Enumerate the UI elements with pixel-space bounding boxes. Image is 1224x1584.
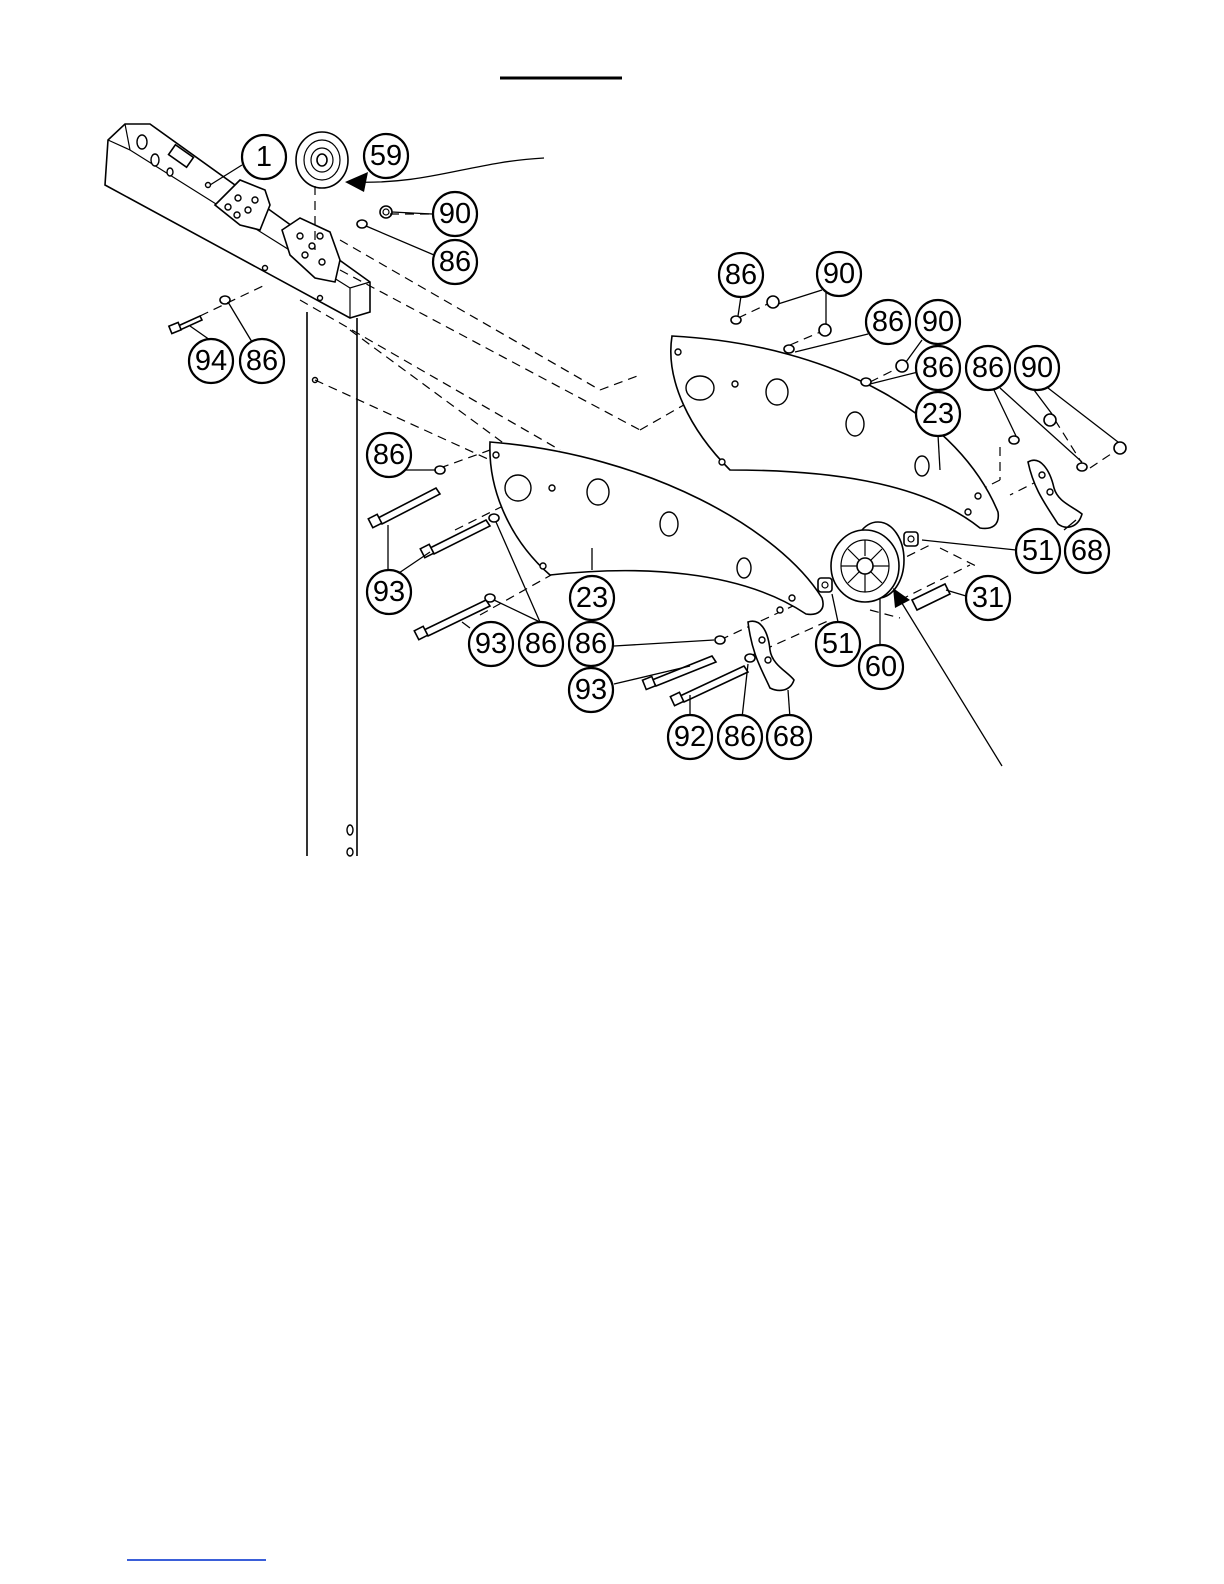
svg-text:68: 68 (1071, 535, 1103, 567)
top-pulley (296, 132, 348, 188)
svg-text:51: 51 (1022, 535, 1054, 567)
large-pulley (831, 522, 904, 602)
svg-text:51: 51 (822, 628, 854, 660)
callout-59: 59 (364, 134, 408, 178)
callout-90: 90 (817, 252, 861, 296)
callout-86: 86 (719, 253, 763, 297)
callout-31: 31 (966, 576, 1010, 620)
callout-86: 86 (866, 300, 910, 344)
svg-text:86: 86 (725, 259, 757, 291)
callout-94: 94 (189, 339, 233, 383)
pulley-60-arrow-line (900, 600, 1002, 766)
bracket-68-lower (748, 621, 794, 690)
svg-text:93: 93 (475, 628, 507, 660)
callout-92: 92 (668, 715, 712, 759)
svg-text:86: 86 (922, 352, 954, 384)
svg-text:86: 86 (724, 721, 756, 753)
top-washer (357, 220, 367, 228)
callout-23: 23 (570, 576, 614, 620)
svg-text:94: 94 (195, 345, 227, 377)
svg-text:31: 31 (972, 582, 1004, 614)
svg-text:90: 90 (1021, 352, 1053, 384)
svg-text:59: 59 (370, 140, 402, 172)
svg-text:23: 23 (576, 582, 608, 614)
svg-text:86: 86 (373, 439, 405, 471)
svg-text:23: 23 (922, 398, 954, 430)
callout-86: 86 (966, 346, 1010, 390)
svg-text:86: 86 (246, 345, 278, 377)
pulley-arrow-head (345, 172, 368, 192)
bracket-68-upper (1028, 460, 1082, 527)
callout-86: 86 (240, 339, 284, 383)
svg-text:86: 86 (972, 352, 1004, 384)
svg-text:90: 90 (439, 198, 471, 230)
svg-text:92: 92 (674, 721, 706, 753)
callout-60: 60 (859, 645, 903, 689)
svg-text:1: 1 (256, 141, 272, 173)
svg-text:86: 86 (872, 306, 904, 338)
callout-1: 1 (242, 135, 286, 179)
vertical-upright-post (307, 312, 357, 856)
svg-text:90: 90 (823, 258, 855, 290)
spacer-51-upper (904, 532, 918, 546)
callout-93: 93 (469, 622, 513, 666)
spacer-51-lower (818, 578, 832, 592)
callout-86: 86 (569, 622, 613, 666)
svg-text:86: 86 (525, 628, 557, 660)
callout-93: 93 (569, 668, 613, 712)
svg-text:90: 90 (922, 306, 954, 338)
svg-text:93: 93 (373, 576, 405, 608)
top-nut (380, 206, 392, 218)
svg-text:68: 68 (773, 721, 805, 753)
callout-86: 86 (433, 240, 477, 284)
svg-text:93: 93 (575, 674, 607, 706)
svg-text:86: 86 (439, 246, 471, 278)
callout-86: 86 (916, 346, 960, 390)
pulley-60-arrow-head (893, 588, 910, 608)
callout-93: 93 (367, 570, 411, 614)
callout-51: 51 (816, 622, 860, 666)
callout-90: 90 (1015, 346, 1059, 390)
callout-86: 86 (519, 622, 563, 666)
callout-68: 68 (767, 715, 811, 759)
callout-51: 51 (1016, 529, 1060, 573)
svg-text:60: 60 (865, 651, 897, 683)
callout-90: 90 (433, 192, 477, 236)
callout-86: 86 (718, 715, 762, 759)
callout-86: 86 (367, 433, 411, 477)
callout-68: 68 (1065, 529, 1109, 573)
callout-23: 23 (916, 392, 960, 436)
callout-90: 90 (916, 300, 960, 344)
axle-31 (912, 584, 950, 610)
svg-text:86: 86 (575, 628, 607, 660)
